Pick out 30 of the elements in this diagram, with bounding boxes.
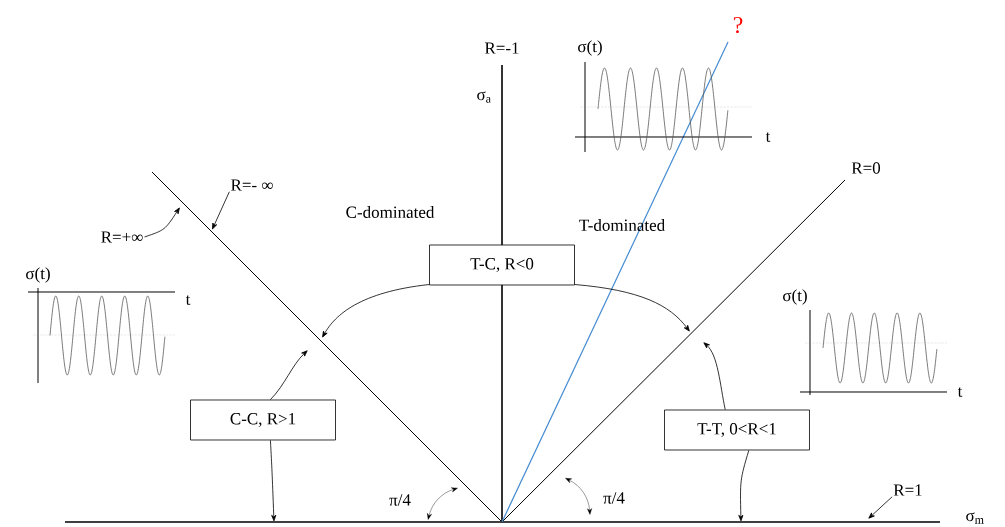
region-box: T-C, R<0 <box>429 244 575 286</box>
leader-line <box>144 207 180 238</box>
axis-label: σ$_{m}$ <box>966 512 984 524</box>
axis-label: σ(t) <box>783 289 807 305</box>
arrow <box>574 284 690 332</box>
axis-label: σ(t) <box>578 40 602 56</box>
ratio-label: R=0 <box>851 162 881 174</box>
leader-line <box>212 191 230 230</box>
question-mark: ? <box>733 16 743 34</box>
arrow <box>322 284 430 338</box>
angle-label: π/4 <box>603 492 625 504</box>
axis-label: σ$_{a}$ <box>477 91 491 103</box>
region-box: T-T, 0<R<1 <box>664 409 810 451</box>
arrow <box>703 342 726 410</box>
axis-label: t <box>765 132 771 142</box>
region-label: C-dominated <box>346 206 435 218</box>
axis-label: t <box>957 387 963 397</box>
ratio-label: R=+∞ <box>101 231 143 243</box>
arrow <box>738 450 750 522</box>
axis-label: R=-1 <box>484 42 519 54</box>
axis-label: σ(t) <box>26 267 50 283</box>
leader-line <box>868 496 893 519</box>
axis-label: t <box>185 295 191 305</box>
region-label: T-dominated <box>579 219 665 231</box>
arrow <box>270 440 277 522</box>
angle-label: π/4 <box>389 494 411 506</box>
arrow <box>270 350 308 400</box>
region-box: C-C, R>1 <box>190 399 336 441</box>
ratio-label: R=- ∞ <box>231 179 273 191</box>
ratio-label: R=1 <box>893 484 922 496</box>
